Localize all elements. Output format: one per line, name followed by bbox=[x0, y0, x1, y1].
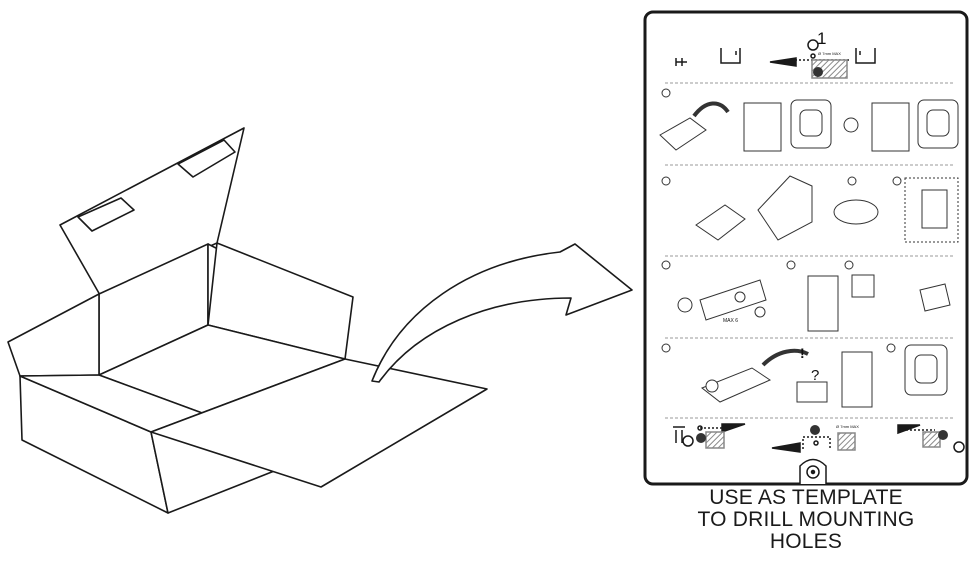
bottom-right-hole-icon bbox=[953, 441, 965, 453]
device-base-iso bbox=[695, 204, 746, 241]
caption-line-2: TO DRILL MOUNTING bbox=[697, 508, 915, 531]
bracket-icon-right bbox=[855, 48, 876, 64]
gland-plate-icon bbox=[699, 279, 767, 321]
top-marker-number: 1 bbox=[817, 29, 826, 48]
dim-label: MAX 6 bbox=[723, 318, 738, 324]
device-install-icon bbox=[841, 351, 873, 408]
template-caption: USE AS TEMPLATE TO DRILL MOUNTING HOLES bbox=[645, 487, 967, 553]
step-2-4-panel bbox=[661, 175, 959, 243]
top-hole-row bbox=[675, 39, 876, 79]
hole-ring-icon bbox=[807, 39, 819, 51]
badge-1-icon bbox=[813, 67, 823, 77]
screw-arrow-icon bbox=[769, 57, 797, 67]
connector-icon bbox=[851, 274, 875, 298]
open-box bbox=[7, 127, 488, 514]
max-label-bottom: Ø 7mm MAX bbox=[836, 424, 859, 429]
caption-line-3: HOLES bbox=[769, 530, 843, 553]
curved-arrow bbox=[371, 243, 633, 383]
step-1-panel bbox=[659, 88, 959, 152]
step-8-9-panel bbox=[661, 343, 948, 408]
device-on-hand-icon bbox=[659, 117, 707, 151]
bottom-hole-row bbox=[673, 423, 965, 453]
bottom-center-tab bbox=[799, 458, 827, 484]
cable-gland-icon bbox=[677, 297, 693, 313]
bracket-icon bbox=[720, 48, 741, 64]
plate-detail-icon bbox=[921, 189, 948, 229]
mounting-plate-rear bbox=[871, 102, 910, 152]
device-open-iso bbox=[757, 175, 813, 241]
mounting-plate-front bbox=[743, 102, 782, 152]
bottom-left-hole-icon bbox=[682, 435, 694, 447]
box-left-flap bbox=[7, 293, 100, 377]
lid-handle-cutout-left bbox=[77, 197, 135, 232]
lid-handle-cutout-right bbox=[177, 139, 236, 178]
max-label-top: Ø 7mm MAX bbox=[818, 51, 841, 56]
hole-ring-small-icon bbox=[810, 53, 816, 59]
gland-assembly-icon bbox=[701, 367, 772, 403]
exclamation: ! bbox=[800, 345, 805, 361]
cover-rotate-icon bbox=[833, 199, 879, 225]
device-side-icon bbox=[807, 275, 839, 332]
terminal-block-icon bbox=[796, 381, 828, 403]
caption-line-1: USE AS TEMPLATE bbox=[709, 486, 903, 509]
rotate-icon bbox=[843, 117, 859, 133]
step-5-7-panel bbox=[661, 260, 951, 332]
question-mark: ? bbox=[811, 367, 819, 384]
terminal-icon bbox=[919, 283, 951, 312]
center-bracket-icon bbox=[802, 436, 831, 449]
instruction-sheet: 1 Ø 7mm MAX bbox=[643, 10, 969, 486]
box-front-extension bbox=[150, 358, 488, 488]
